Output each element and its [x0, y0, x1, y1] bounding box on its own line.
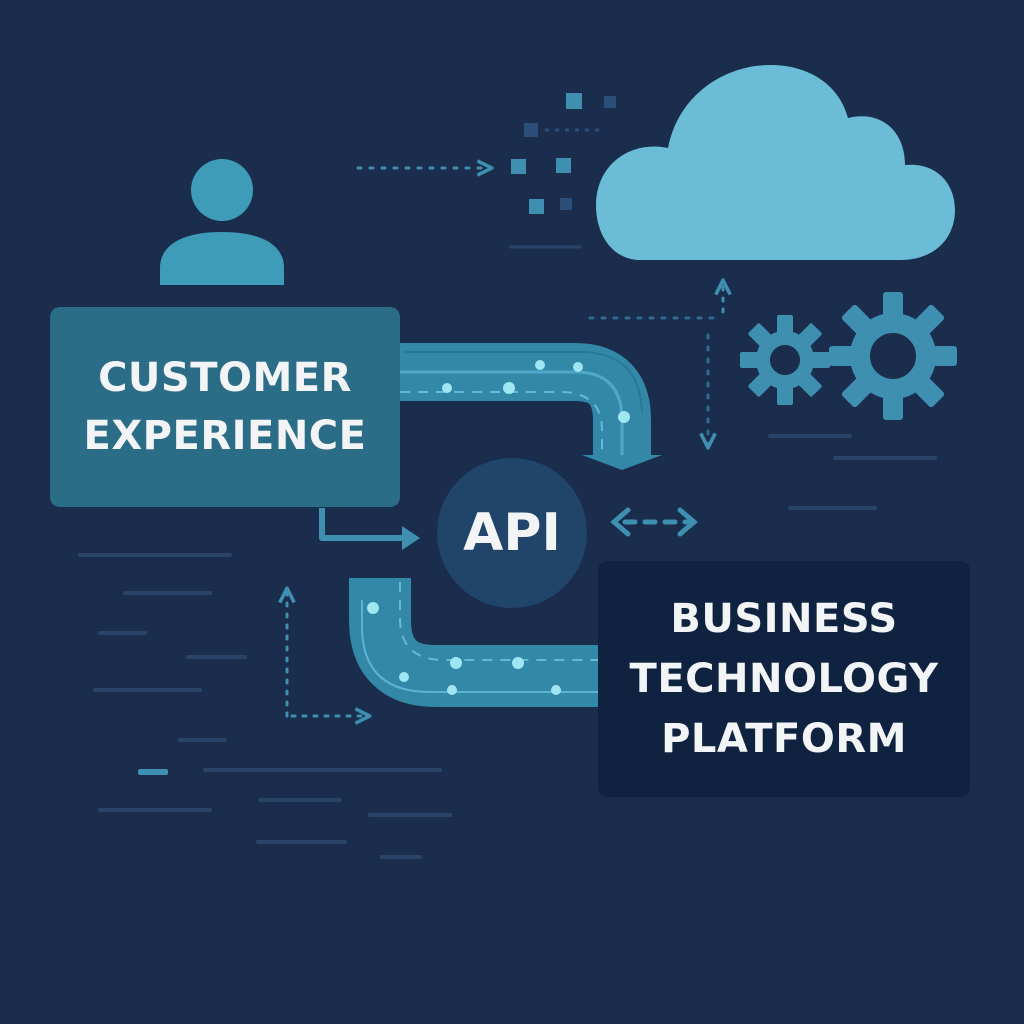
customer-experience-line-2: EXPERIENCE [83, 413, 367, 459]
gear-icon [740, 315, 830, 405]
platform-line-1: BUSINESS [670, 596, 898, 642]
data-block-icon [511, 93, 616, 214]
lower-data-pipe [349, 578, 602, 707]
cloud-icon [596, 64, 955, 260]
business-technology-platform-box: BUSINESS TECHNOLOGY PLATFORM [598, 561, 970, 797]
background-lines [78, 245, 937, 859]
accent-dash [138, 769, 168, 775]
customer-experience-box: CUSTOMER EXPERIENCE [50, 307, 400, 507]
user-icon [160, 159, 284, 285]
upper-data-pipe [395, 343, 662, 470]
platform-line-2: TECHNOLOGY [629, 656, 939, 702]
solid-arrow [319, 508, 412, 541]
api-node: API [437, 458, 587, 608]
arrow-head [402, 526, 420, 550]
customer-experience-line-1: CUSTOMER [98, 355, 352, 401]
api-label: API [463, 503, 561, 563]
platform-line-3: PLATFORM [661, 716, 907, 762]
gear-icon [829, 292, 957, 420]
double-arrow [610, 507, 698, 537]
